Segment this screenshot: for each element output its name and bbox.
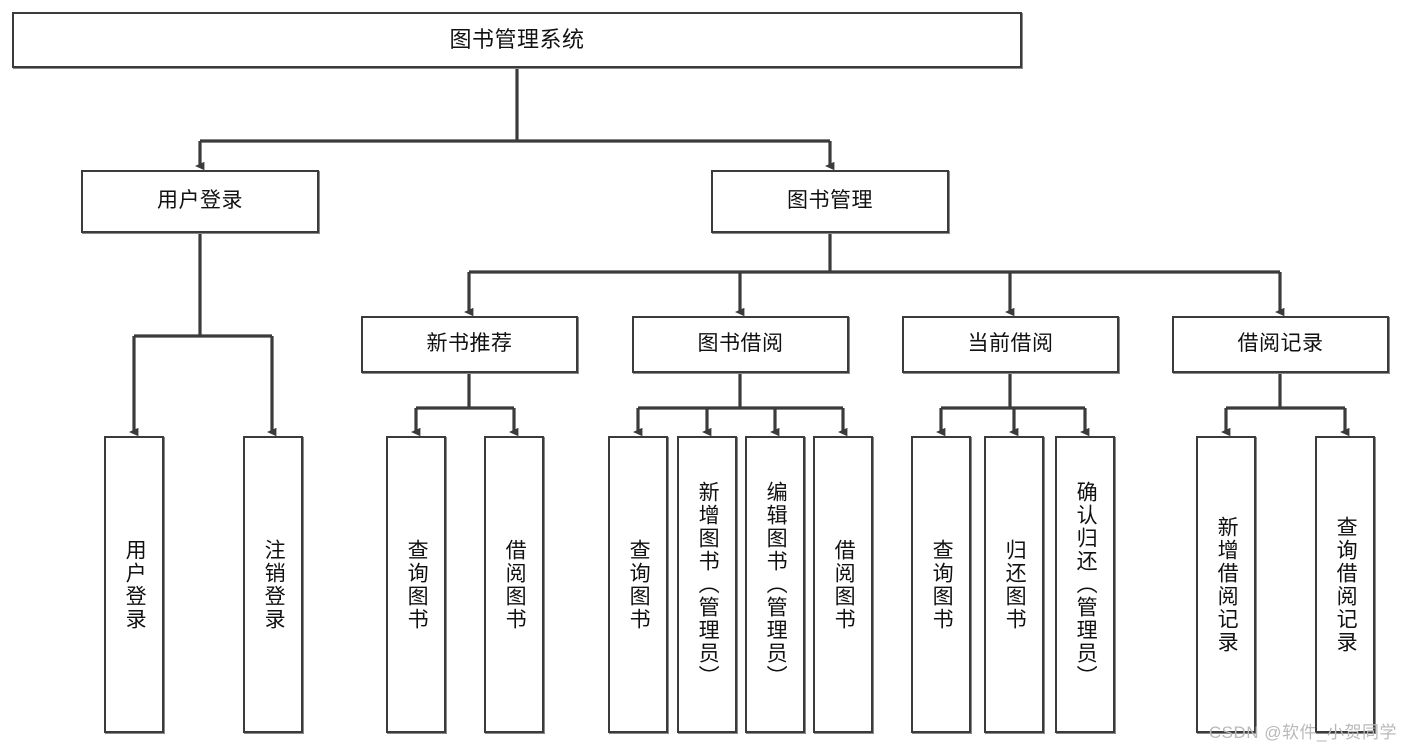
node-leaf-logout-label: 注销登录: [262, 538, 286, 631]
node-book-manage[interactable]: 图书管理: [711, 170, 949, 233]
node-book-manage-label: 图书管理: [787, 189, 873, 213]
node-leaf-confirm-return[interactable]: 确认归还（管理员）: [1055, 436, 1115, 733]
node-book-borrow[interactable]: 图书借阅: [632, 316, 849, 373]
node-root[interactable]: 图书管理系统: [12, 12, 1022, 68]
node-leaf-add-record[interactable]: 新增借阅记录: [1196, 436, 1256, 733]
node-leaf-return-book[interactable]: 归还图书: [984, 436, 1044, 733]
node-leaf-query-book-1-label: 查询图书: [405, 538, 429, 631]
node-book-borrow-label: 图书借阅: [697, 332, 784, 356]
node-user-login[interactable]: 用户登录: [81, 170, 319, 233]
node-leaf-return-book-label: 归还图书: [1003, 538, 1027, 631]
node-current-borrow[interactable]: 当前借阅: [902, 316, 1119, 373]
node-current-borrow-label: 当前借阅: [967, 332, 1054, 356]
node-leaf-borrow-book-1-label: 借阅图书: [503, 538, 527, 631]
node-leaf-edit-book-label: 编辑图书（管理员）: [764, 481, 788, 688]
node-leaf-add-book[interactable]: 新增图书（管理员）: [677, 436, 737, 733]
node-leaf-user-login[interactable]: 用户登录: [104, 436, 164, 733]
node-user-login-label: 用户登录: [157, 189, 243, 213]
node-leaf-query-book-2-label: 查询图书: [627, 538, 651, 631]
node-root-label: 图书管理系统: [449, 27, 585, 53]
node-borrow-record-label: 借阅记录: [1237, 332, 1324, 356]
node-leaf-query-book-3-label: 查询图书: [930, 538, 954, 631]
node-leaf-query-book-1[interactable]: 查询图书: [386, 436, 446, 733]
node-leaf-add-record-label: 新增借阅记录: [1215, 515, 1239, 654]
node-leaf-query-record[interactable]: 查询借阅记录: [1315, 436, 1375, 733]
node-leaf-query-record-label: 查询借阅记录: [1334, 515, 1358, 654]
node-new-book-rec[interactable]: 新书推荐: [361, 316, 578, 373]
node-leaf-user-login-label: 用户登录: [123, 538, 147, 631]
node-leaf-edit-book[interactable]: 编辑图书（管理员）: [745, 436, 805, 733]
node-leaf-query-book-3[interactable]: 查询图书: [911, 436, 971, 733]
node-leaf-confirm-return-label: 确认归还（管理员）: [1074, 481, 1098, 688]
node-leaf-logout[interactable]: 注销登录: [243, 436, 303, 733]
node-borrow-record[interactable]: 借阅记录: [1172, 316, 1389, 373]
node-leaf-borrow-book-2[interactable]: 借阅图书: [813, 436, 873, 733]
node-leaf-borrow-book-1[interactable]: 借阅图书: [484, 436, 544, 733]
node-leaf-add-book-label: 新增图书（管理员）: [696, 481, 720, 688]
node-leaf-query-book-2[interactable]: 查询图书: [608, 436, 668, 733]
node-new-book-rec-label: 新书推荐: [426, 332, 513, 356]
node-leaf-borrow-book-2-label: 借阅图书: [832, 538, 856, 631]
watermark: CSDN @软件_小贺同学: [1208, 723, 1397, 742]
